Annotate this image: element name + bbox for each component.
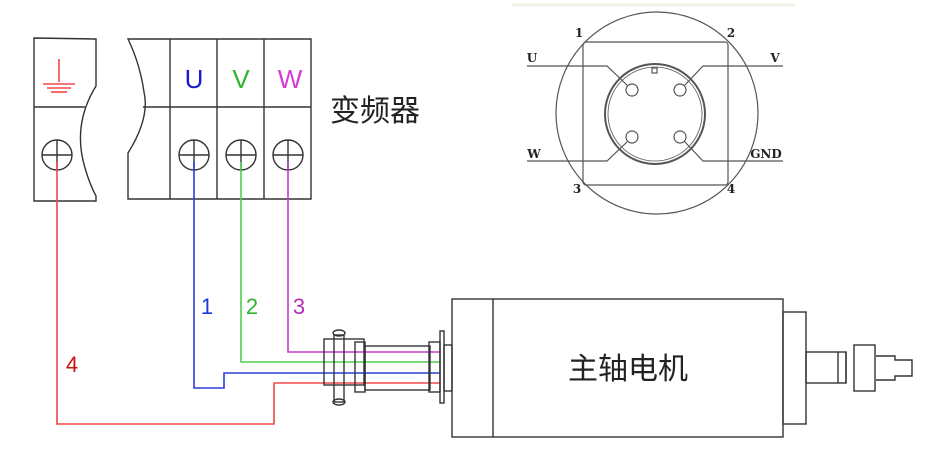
pinout-signal-w: W: [526, 147, 541, 161]
lead-u: [527, 65, 629, 87]
pin-number-3: 3: [573, 182, 581, 196]
gland-nut: [333, 334, 345, 403]
pinout-signal-v: V: [769, 51, 780, 65]
motor-label: 主轴电机: [568, 352, 688, 387]
lead-gnd: [683, 140, 783, 162]
lead-v: [683, 65, 783, 87]
wire-number-2: 2: [246, 294, 258, 319]
pin-4: [673, 130, 687, 144]
ground-icon: [43, 59, 75, 93]
pinout-connector-ring: [604, 63, 706, 165]
ground-block-outline: [33, 37, 97, 202]
lead-w: [527, 140, 629, 162]
pinout-square: [582, 41, 729, 186]
gland-nut-bottom: [332, 398, 346, 406]
pinout-signal-u: U: [527, 51, 538, 65]
pin-3: [625, 130, 639, 144]
wire-number-3: 3: [293, 294, 305, 319]
pin-number-1: 1: [575, 26, 583, 40]
terminal-label-v: V: [232, 64, 250, 94]
gland-nut-top: [332, 329, 346, 337]
motor-front-flange: [782, 311, 807, 425]
tool-holder: [876, 355, 913, 381]
wire-3-w: [287, 162, 440, 353]
pinout-connector-inner-ring: [607, 66, 703, 162]
spindle-shaft: [805, 351, 847, 384]
spindle-motor: [451, 298, 913, 438]
connector-pinout-diagram: [512, 3, 795, 215]
pin-number-4: 4: [727, 182, 735, 196]
pinout-outer-circle: [555, 11, 759, 215]
cable-connector: [323, 329, 453, 406]
wire-number-4: 4: [66, 352, 78, 377]
wire-1-u: [193, 162, 440, 389]
pin-number-2: 2: [727, 26, 735, 40]
inverter-terminal-block: [126, 38, 312, 200]
terminal-label-u: U: [185, 64, 204, 94]
connector-neck: [443, 344, 453, 392]
pin-2: [673, 83, 687, 97]
inverter-label: 变频器: [330, 94, 420, 129]
wire-4-ground: [56, 162, 440, 425]
collet-nut: [853, 344, 876, 392]
ground-terminal-block: [33, 37, 97, 202]
wire-2-v: [240, 162, 440, 363]
wire-number-1: 1: [201, 294, 213, 319]
pinout-signal-gnd: GND: [750, 147, 782, 161]
pin-1: [625, 83, 639, 97]
cable-sleeve: [364, 345, 431, 391]
inverter-block-outline: [126, 38, 312, 200]
terminal-label-w: W: [278, 64, 303, 94]
key-notch: [651, 67, 658, 74]
